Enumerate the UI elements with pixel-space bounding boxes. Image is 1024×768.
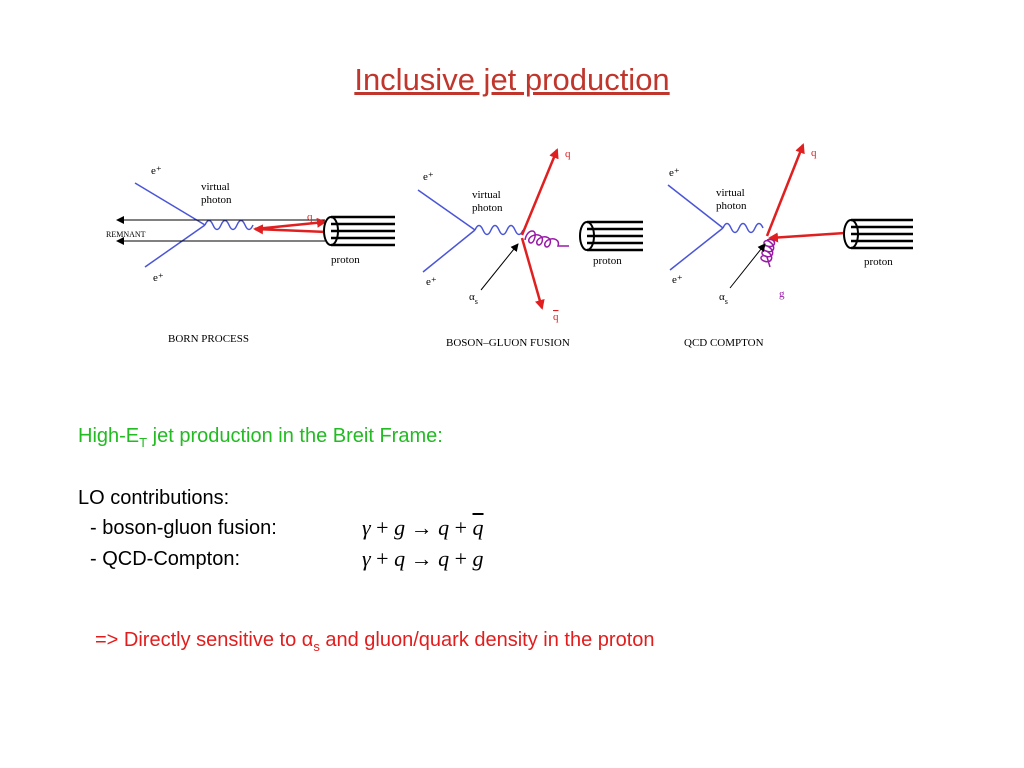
conclusion-text: => Directly sensitive to αs and gluon/qu… (95, 629, 655, 654)
qcdc-proton-label: proton (864, 256, 893, 268)
qcdc-virtual-photon (722, 222, 764, 234)
born-virtual-label: virtual (201, 181, 230, 193)
qcdc-g-label: g (779, 288, 785, 300)
born-quark-in (253, 224, 328, 235)
qcdc-outgoing-lepton (669, 227, 724, 271)
born-e-plus-out-label: e⁺ (153, 272, 164, 284)
bgf-photon-label: photon (472, 202, 503, 214)
born-caption: BORN PROCESS (168, 333, 249, 345)
qcdc-photon-label: photon (716, 200, 747, 212)
bgf-alpha-pointer (480, 243, 519, 291)
born-photon-label: photon (201, 194, 232, 206)
born-process-diagram: e⁺ e⁺ virtual photon REMNANT q proton BO… (106, 165, 395, 345)
born-virtual-photon (204, 219, 254, 231)
bgf-q-label: q (565, 148, 571, 160)
lo-contributions-heading: LO contributions: (78, 487, 230, 509)
bgf-proton-tube (579, 220, 643, 252)
feynman-diagrams: e⁺ e⁺ virtual photon REMNANT q proton BO… (106, 143, 913, 349)
qcdc-q-label: q (811, 147, 817, 159)
bgf-label: - boson-gluon fusion: (90, 517, 277, 539)
qcdc-virtual-label: virtual (716, 187, 745, 199)
bgf-qbar-label: q (553, 311, 559, 323)
page-title: Inclusive jet production (354, 62, 670, 97)
born-q-label: q (307, 211, 313, 223)
bgf-outgoing-lepton (422, 229, 476, 273)
qcdc-e-plus-in-label: e⁺ (669, 167, 680, 179)
bgf-virtual-photon (474, 224, 524, 236)
bgf-proton-label: proton (593, 255, 622, 267)
qcdc-proton-tube (843, 218, 913, 250)
bgf-incoming-lepton (417, 189, 476, 231)
bgf-formula: γ + g → q + q (362, 515, 484, 540)
qcdc-alpha-pointer (729, 243, 766, 289)
born-remnant-label: REMNANT (106, 230, 146, 239)
born-quark-out (254, 217, 327, 231)
boson-gluon-fusion-diagram: e⁺ e⁺ virtual photon q q αs proton BOSON… (417, 148, 643, 349)
bgf-alpha-label: αs (469, 291, 478, 306)
qcdc-e-plus-out-label: e⁺ (672, 274, 683, 286)
qcdc-quark-in (768, 231, 846, 243)
bgf-quark-out (520, 148, 559, 236)
born-outgoing-lepton (144, 224, 206, 268)
bgf-e-plus-out-label: e⁺ (426, 276, 437, 288)
bgf-antiquark-out (520, 237, 545, 310)
qcdc-incoming-lepton (667, 184, 724, 229)
born-incoming-lepton (134, 182, 206, 226)
qcd-compton-diagram: e⁺ e⁺ virtual photon q g αs proton QCD C… (667, 143, 913, 349)
bgf-gluon (524, 230, 569, 248)
bgf-virtual-label: virtual (472, 189, 501, 201)
breit-frame-heading: High-ET jet production in the Breit Fram… (78, 425, 443, 450)
qcdc-formula: γ + q → q + g (362, 546, 484, 571)
qcdc-caption: QCD COMPTON (684, 337, 764, 349)
qcdc-alpha-label: αs (719, 291, 728, 306)
bgf-caption: BOSON–GLUON FUSION (446, 337, 570, 349)
born-proton-label: proton (331, 254, 360, 266)
qcdc-gluon (760, 238, 776, 268)
born-proton-tube (323, 215, 395, 247)
born-e-plus-in-label: e⁺ (151, 165, 162, 177)
qcdc-quark-out (765, 143, 805, 237)
bgf-e-plus-in-label: e⁺ (423, 171, 434, 183)
qcdc-label: - QCD-Compton: (90, 548, 241, 570)
